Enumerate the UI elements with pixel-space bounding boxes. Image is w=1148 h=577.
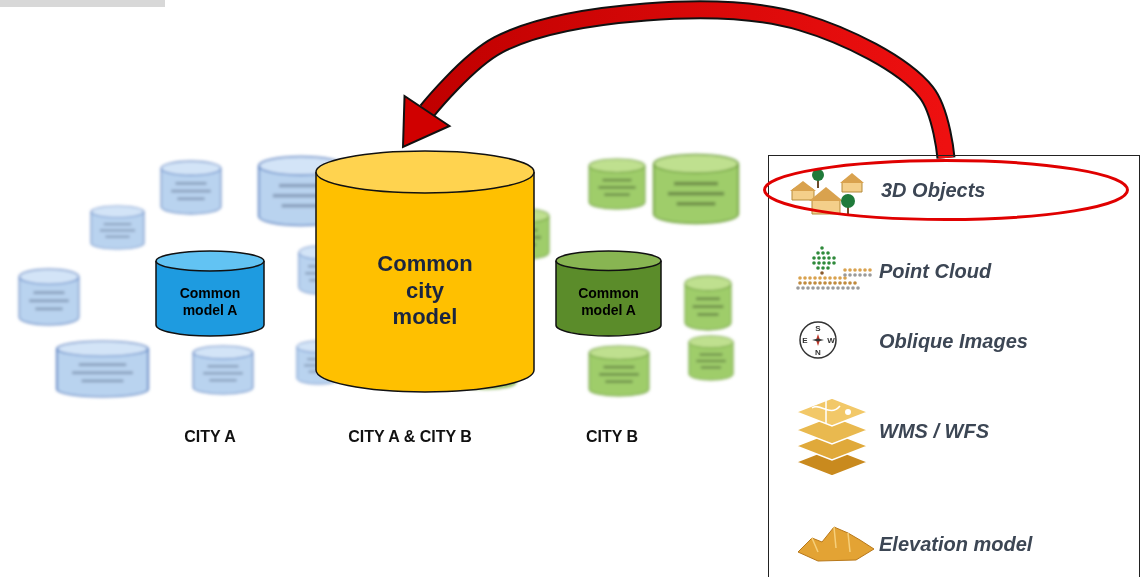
- model-name: Common model A: [167, 285, 253, 319]
- point-cloud-icon: [796, 246, 872, 290]
- model-cylinder: Common model A: [555, 250, 662, 336]
- compass-letter: E: [802, 336, 807, 345]
- elevation-icon: [798, 527, 874, 561]
- source-type: 3D Objects: [881, 179, 985, 202]
- compass-letter: S: [815, 324, 820, 333]
- city-model-cylinder: Common city model: [315, 150, 535, 392]
- compass-letter: W: [827, 336, 835, 345]
- source-type: WMS / WFS: [879, 420, 989, 443]
- city-label: CITY B: [586, 428, 638, 446]
- layers-icon: [796, 398, 868, 476]
- source-type: Oblique Images: [879, 330, 1028, 353]
- model-name: Common model A: [566, 285, 652, 319]
- highlight-ellipse: 3D Objects: [763, 159, 1129, 221]
- model-cylinder: Common model A: [155, 250, 265, 336]
- data-source-panel: 3D ObjectsPoint CloudOblique ImagesWMS /…: [768, 155, 1140, 577]
- source-type: Point Cloud: [879, 260, 991, 283]
- compass-icon: [800, 322, 836, 358]
- source-type: Elevation model: [879, 533, 1032, 556]
- city-label: CITY A: [184, 428, 236, 446]
- cropped-strip: [0, 0, 165, 7]
- curved-arrow: [403, 10, 946, 158]
- city-label: CITY A & CITY B: [348, 428, 472, 446]
- compass-letter: N: [815, 348, 821, 357]
- model-name: Common city model: [373, 251, 477, 330]
